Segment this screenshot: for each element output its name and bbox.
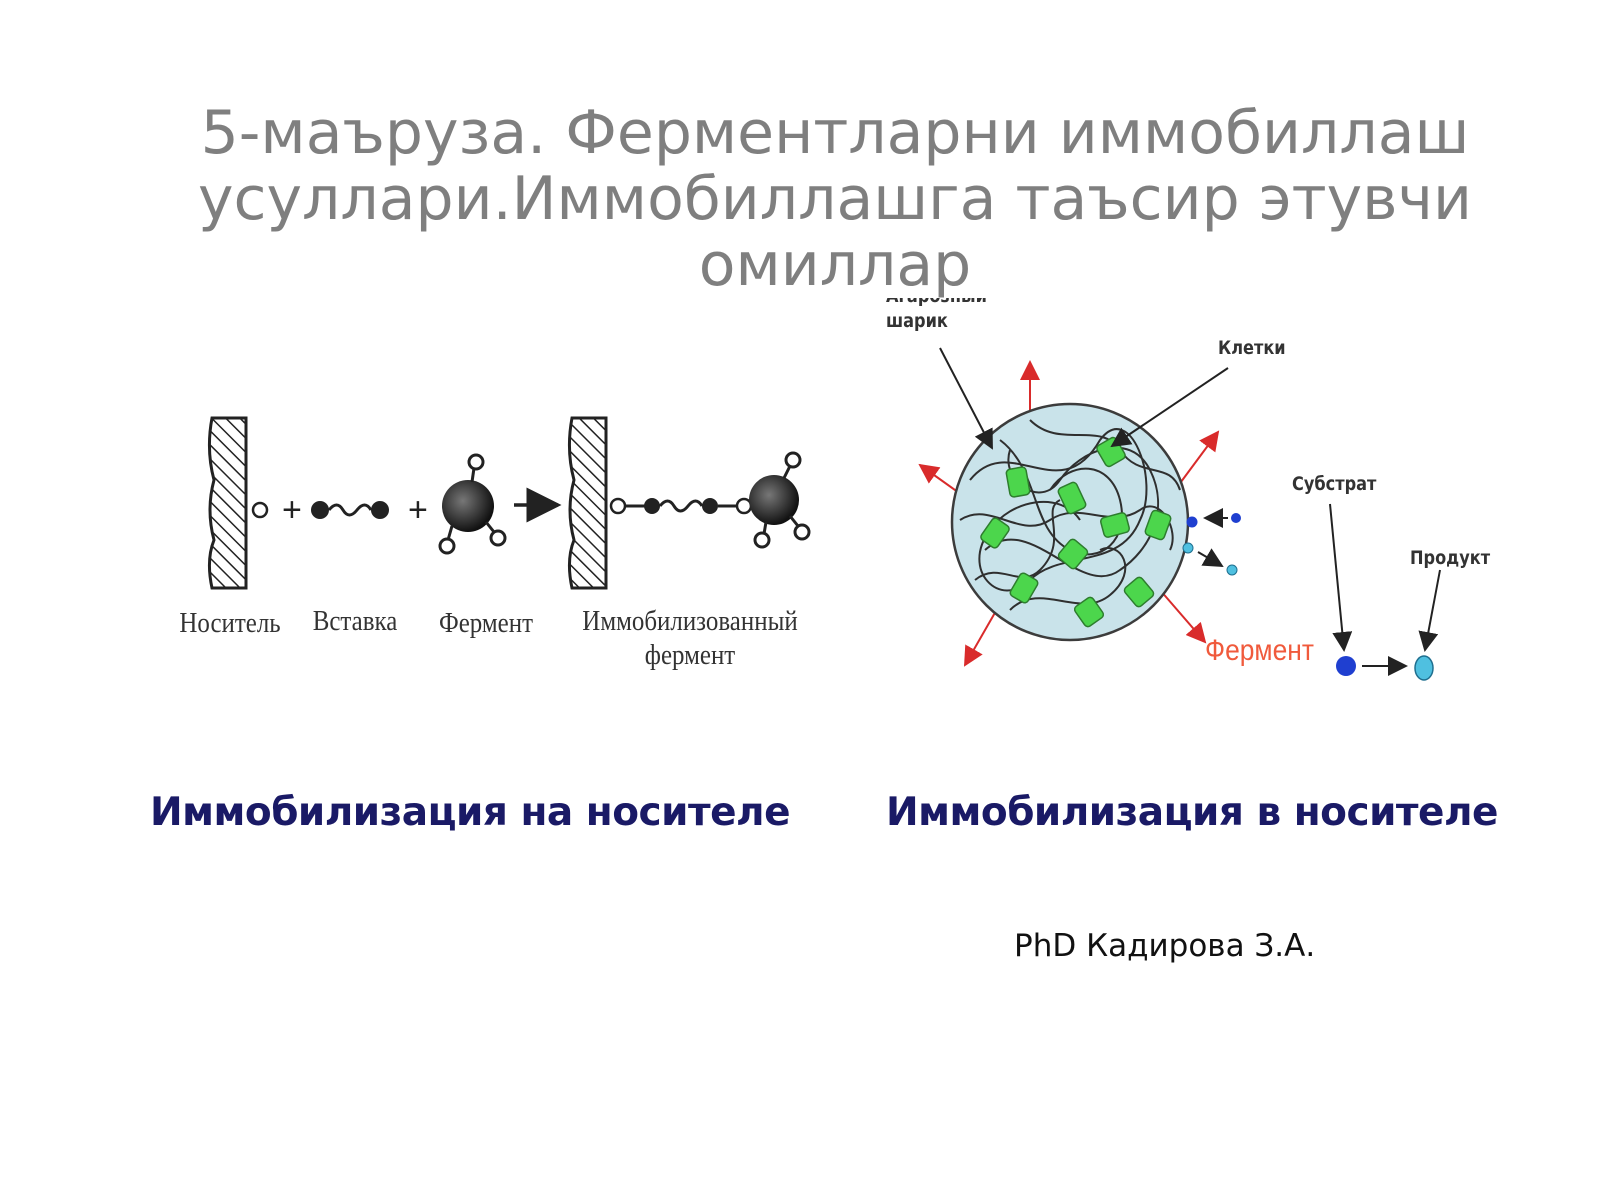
diagram-area: + +: [0, 250, 1600, 870]
label-enzyme: Фермент: [439, 607, 533, 639]
diagram-svg: + +: [207, 347, 1441, 681]
substrate-dot: [1336, 656, 1356, 676]
carrier-wall-right: [567, 416, 608, 590]
cells-leader-line: [1110, 367, 1229, 448]
label-immobilized-enzyme: Иммобилизованный фермент: [582, 605, 798, 671]
caption-on-carrier: Иммобилизация на носителе: [150, 790, 791, 835]
caption-in-carrier: Иммобилизация в носителе: [886, 790, 1498, 835]
plus-sign-2: +: [408, 491, 428, 529]
label-cells: Клетки: [1218, 337, 1286, 359]
plus-sign-1: +: [282, 491, 302, 529]
author-name: PhD Кадирова З.А.: [1014, 928, 1316, 964]
carrier-binding-site: [251, 501, 269, 519]
label-product: Продукт: [1410, 547, 1491, 569]
product-leader-line: [1418, 569, 1441, 652]
enzyme-molecule: [438, 453, 507, 555]
slide-title-text: 5-маъруза. Ферментларни иммобиллаш усулл…: [198, 98, 1472, 298]
slide-title: 5-маъруза. Ферментларни иммобиллаш усулл…: [0, 0, 1600, 298]
product-dot: [1414, 655, 1434, 681]
label-carrier: Носитель: [179, 607, 281, 639]
insert-linker: [311, 501, 389, 519]
substrate-leader-line: [1329, 503, 1353, 652]
label-bead-enzyme: Фермент: [1205, 634, 1314, 667]
immobilized-chain: [609, 451, 811, 549]
label-substrate: Субстрат: [1292, 473, 1377, 495]
carrier-wall-left: [207, 416, 248, 590]
agarose-bead: [950, 402, 1190, 642]
bead-leader-line: [939, 347, 993, 450]
substrate-entry: [1182, 508, 1241, 576]
label-insert: Вставка: [312, 605, 398, 637]
